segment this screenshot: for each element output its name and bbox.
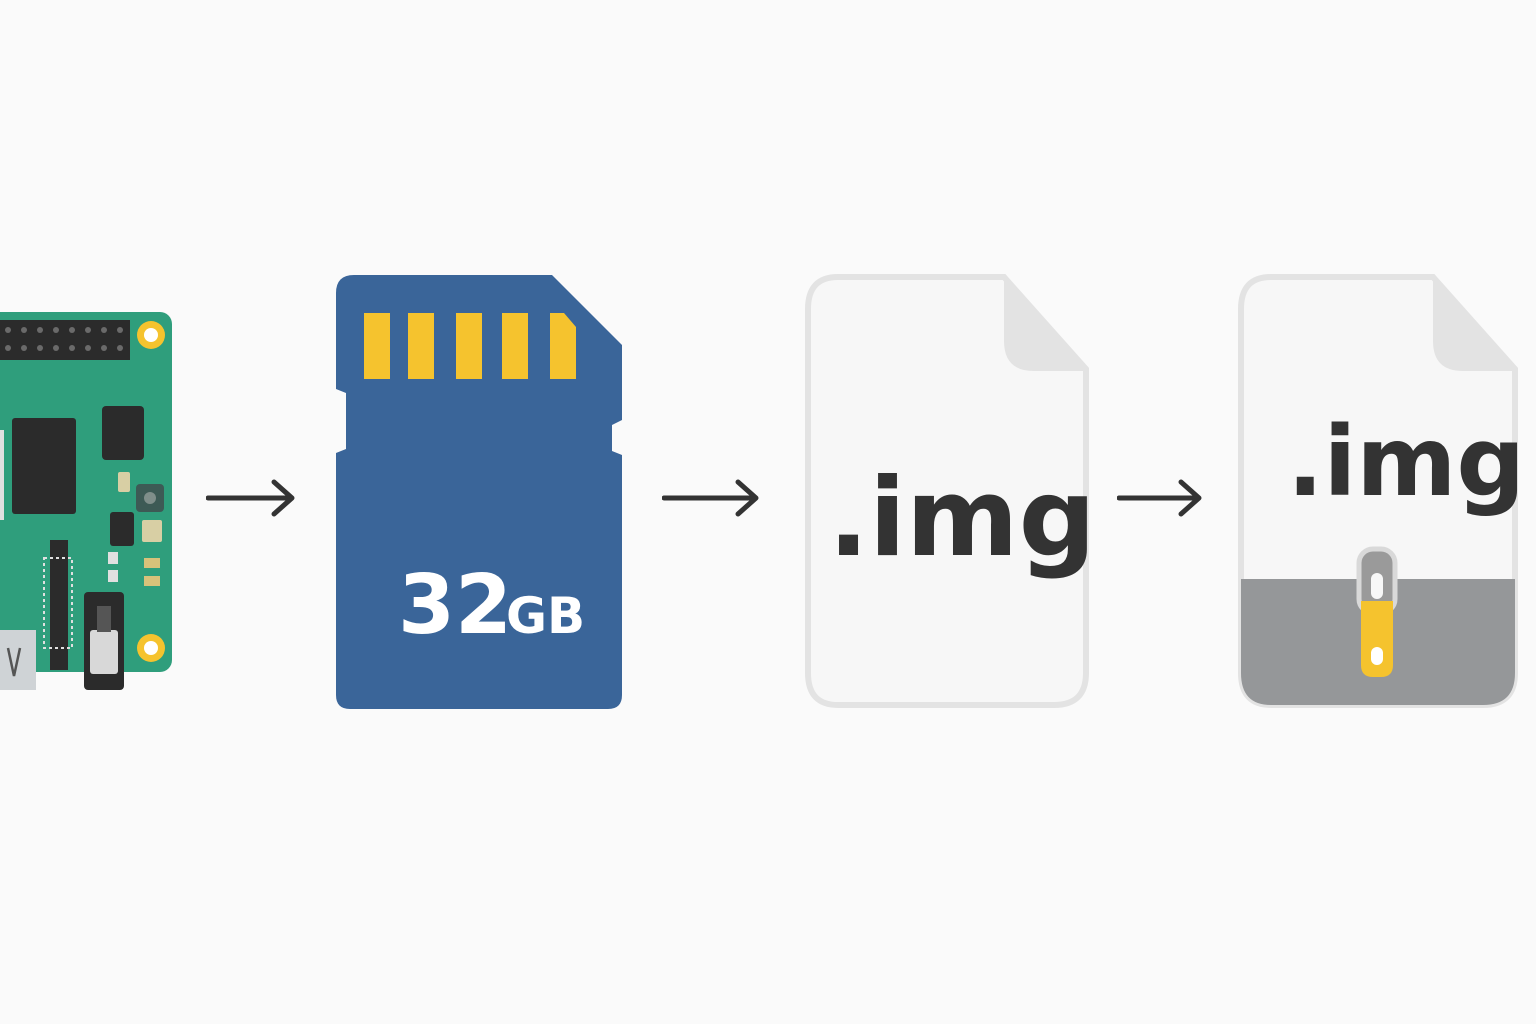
arrow-right-icon [662, 478, 762, 520]
arrow-right-icon [206, 478, 298, 520]
ribbon-connector [50, 540, 68, 670]
zipper-icon [1356, 546, 1398, 677]
board-pcb [0, 312, 172, 672]
gpio-header [0, 320, 130, 360]
ram-chip [102, 406, 144, 460]
disk-image-file-icon: .img [804, 273, 1092, 713]
file-extension-label: .img [1287, 406, 1521, 518]
arrow-right-icon [1117, 478, 1205, 520]
soc-chip [12, 418, 76, 514]
raspberry-pi-icon [0, 300, 180, 700]
capacity-number: 32 [398, 558, 512, 653]
compressed-image-file-icon: .img [1237, 273, 1521, 713]
sd-card-body [336, 275, 622, 709]
file-corner-fold [1004, 277, 1086, 371]
file-page [805, 274, 1089, 708]
capacity-unit: GB [506, 587, 585, 645]
file-corner-fold [1433, 277, 1515, 371]
sd-card-contacts [364, 313, 576, 379]
sd-card-icon: 32 GB [336, 275, 626, 715]
file-extension-label: .img [828, 456, 1092, 581]
